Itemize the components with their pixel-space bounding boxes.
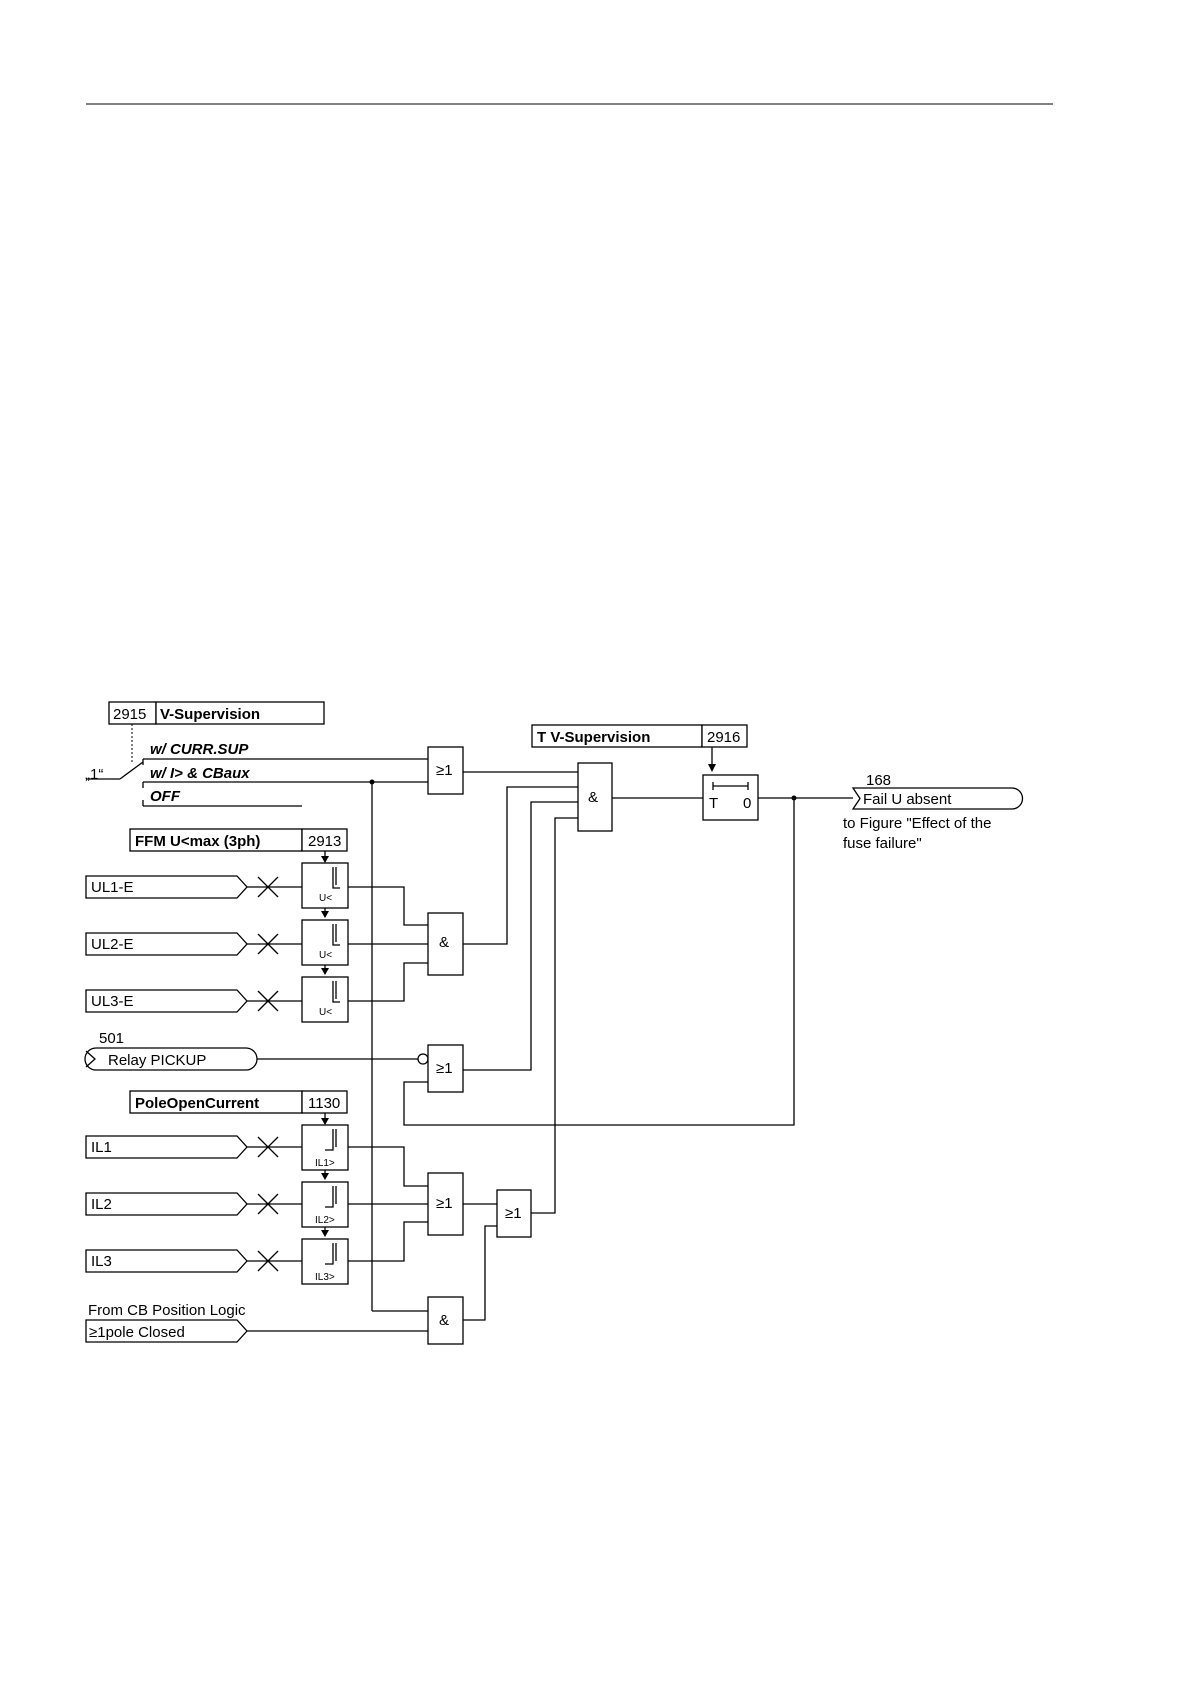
param-ffm: FFM U<max (3ph) 2913 [129, 828, 348, 852]
output-note-line1: to Figure "Effect of the [843, 815, 991, 832]
gate-and-cb-symbol: & [439, 1312, 449, 1329]
input-relay-number: 501 [99, 1030, 124, 1047]
threshold-u1: U< [301, 862, 349, 909]
threshold-u3-label: U< [319, 1007, 332, 1018]
gate-and-cb: & [427, 1296, 464, 1345]
threshold-u2-label: U< [319, 950, 332, 961]
param-pole-open-name: PoleOpenCurrent [135, 1095, 259, 1112]
timer-t: T [709, 795, 718, 812]
output-note-line2: fuse failure" [843, 835, 922, 852]
param-pole-open-number: 1130 [308, 1095, 340, 1112]
input-il3-label: IL3 [91, 1253, 112, 1270]
gate-or-switch-symbol: ≥1 [436, 762, 453, 779]
threshold-i1: IL1> [301, 1124, 349, 1171]
output-name: Fail U absent [863, 791, 952, 808]
input-cb-label: ≥1pole Closed [89, 1324, 185, 1341]
input-ul1-label: UL1-E [91, 879, 134, 896]
threshold-u2: U< [301, 919, 349, 966]
param-t-v-supervision-name: T V-Supervision [537, 729, 650, 746]
threshold-u3: U< [301, 976, 349, 1023]
input-il1: IL1 [85, 1135, 248, 1159]
input-relay-label: Relay PICKUP [108, 1052, 206, 1069]
input-ul3: UL3-E [85, 989, 248, 1013]
switch-option-off: OFF [150, 788, 181, 805]
param-ffm-name: FFM U<max (3ph) [135, 833, 260, 850]
gate-or-final-symbol: ≥1 [505, 1205, 522, 1222]
threshold-i2-label: IL2> [315, 1215, 335, 1226]
input-relay-pickup: 501 Relay PICKUP [84, 1030, 258, 1071]
param-v-supervision-number: 2915 [113, 706, 146, 723]
gate-or-current: ≥1 [427, 1172, 464, 1236]
mode-switch: „1“ w/ CURR.SUP w/ I> & CBaux OFF [85, 741, 302, 807]
input-il1-label: IL1 [91, 1139, 112, 1156]
param-v-supervision: 2915 V-Supervision [108, 701, 325, 725]
gate-and-main: & [577, 762, 613, 832]
input-il2-label: IL2 [91, 1196, 112, 1213]
gate-or-current-symbol: ≥1 [436, 1195, 453, 1212]
threshold-u1-label: U< [319, 893, 332, 904]
param-v-supervision-name: V-Supervision [160, 706, 260, 723]
input-ul2: UL2-E [85, 932, 248, 956]
input-ul3-label: UL3-E [91, 993, 134, 1010]
param-t-v-supervision: T V-Supervision 2916 [531, 724, 748, 748]
param-ffm-number: 2913 [308, 833, 341, 850]
threshold-i1-label: IL1> [315, 1158, 335, 1169]
gate-or-final: ≥1 [496, 1189, 532, 1238]
input-il3: IL3 [85, 1249, 248, 1273]
gate-or-relay-symbol: ≥1 [436, 1060, 453, 1077]
input-cb-caption: From CB Position Logic [88, 1302, 246, 1319]
input-ul2-label: UL2-E [91, 936, 134, 953]
timer-block: T 0 [702, 774, 759, 821]
switch-option-curr-sup: w/ CURR.SUP [150, 741, 249, 758]
output-number: 168 [866, 772, 891, 789]
input-ul1: UL1-E [85, 875, 248, 899]
gate-or-switch: ≥1 [427, 746, 464, 795]
timer-zero: 0 [743, 795, 751, 812]
param-t-v-supervision-number: 2916 [707, 729, 740, 746]
gate-or-relay: ≥1 [427, 1044, 464, 1093]
gate-and-voltage-symbol: & [439, 934, 449, 951]
input-il2: IL2 [85, 1192, 248, 1216]
param-pole-open: PoleOpenCurrent 1130 [129, 1090, 348, 1114]
input-cb-position: From CB Position Logic ≥1pole Closed [85, 1302, 248, 1343]
threshold-i3: IL3> [301, 1238, 349, 1285]
switch-input-label: „1“ [85, 766, 103, 783]
gate-and-voltage: & [427, 912, 464, 976]
threshold-i3-label: IL3> [315, 1272, 335, 1283]
output-fail-u-absent: 168 Fail U absent to Figure "Effect of t… [843, 772, 1024, 852]
threshold-i2: IL2> [301, 1181, 349, 1228]
gate-and-main-symbol: & [588, 789, 598, 806]
switch-option-i-cbaux: w/ I> & CBaux [150, 765, 250, 782]
